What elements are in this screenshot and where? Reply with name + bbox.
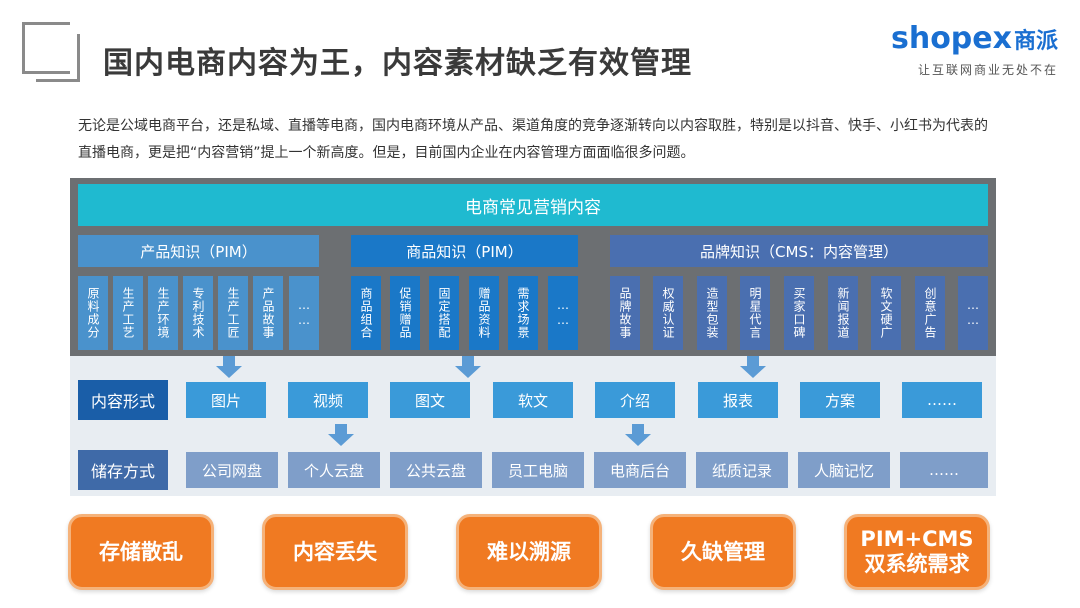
knowledge-tile: 原料成分 — [78, 276, 108, 350]
content-form-item: 软文 — [493, 382, 573, 418]
content-form-item: 报表 — [698, 382, 778, 418]
storage-label: 储存方式 — [78, 450, 168, 490]
brand-name-cn: 商派 — [1013, 29, 1058, 54]
down-arrow-icon — [455, 356, 481, 378]
content-form-item: 介绍 — [595, 382, 675, 418]
content-form-item: 视频 — [288, 382, 368, 418]
knowledge-tile: 促销赠品 — [390, 276, 420, 350]
problem-hard-to-trace: 难以溯源 — [456, 514, 602, 590]
knowledge-tile: 软文硬广 — [871, 276, 901, 350]
knowledge-tile: 权威认证 — [653, 276, 683, 350]
knowledge-tile: 固定搭配 — [429, 276, 459, 350]
problem-scattered-storage: 存储散乱 — [68, 514, 214, 590]
knowledge-tile: 生产工艺 — [113, 276, 143, 350]
brand-name: shopex — [890, 21, 1012, 56]
knowledge-tile: 新闻报道 — [828, 276, 858, 350]
knowledge-tile: 商品组合 — [351, 276, 381, 350]
knowledge-tile: …… — [958, 276, 988, 350]
brand-logo: shopex商派 让互联网商业无处不在 — [891, 22, 1058, 78]
knowledge-tile: 赠品资料 — [469, 276, 499, 350]
down-arrow-icon — [328, 424, 354, 446]
intro-paragraph: 无论是公域电商平台，还是私域、直播等电商，国内电商环境从产品、渠道角度的竞争逐渐… — [78, 118, 988, 161]
down-arrow-icon — [740, 356, 766, 378]
category-goods-knowledge: 商品知识（PIM） — [351, 235, 578, 267]
content-form-label: 内容形式 — [78, 380, 168, 420]
knowledge-tile: 买家口碑 — [784, 276, 814, 350]
category-brand-knowledge: 品牌知识（CMS：内容管理） — [610, 235, 988, 267]
knowledge-tile: 明星代言 — [740, 276, 770, 350]
brand-slogan: 让互联网商业无处不在 — [917, 63, 1058, 77]
content-form-item: …… — [902, 382, 982, 418]
page-title: 国内电商内容为王，内容素材缺乏有效管理 — [103, 46, 692, 81]
storage-item: 员工电脑 — [492, 452, 584, 488]
problem-pim-cms-need: PIM+CMS 双系统需求 — [844, 514, 990, 590]
knowledge-tile: 造型包装 — [697, 276, 727, 350]
knowledge-tile: 生产工匠 — [218, 276, 248, 350]
knowledge-tile: …… — [548, 276, 578, 350]
knowledge-tile: 创意广告 — [915, 276, 945, 350]
storage-item: 公司网盘 — [186, 452, 278, 488]
knowledge-tile: 专利技术 — [183, 276, 213, 350]
content-diagram: 电商常见营销内容 产品知识（PIM） 商品知识（PIM） 品牌知识（CMS：内容… — [70, 178, 996, 496]
knowledge-tile: 产品故事 — [253, 276, 283, 350]
down-arrow-icon — [216, 356, 242, 378]
down-arrow-icon — [625, 424, 651, 446]
content-form-item: 图片 — [186, 382, 266, 418]
problem-content-loss: 内容丢失 — [262, 514, 408, 590]
diagram-header: 电商常见营销内容 — [78, 184, 988, 226]
content-form-item: 方案 — [800, 382, 880, 418]
knowledge-tile: 需求场景 — [508, 276, 538, 350]
knowledge-tile: 生产环境 — [148, 276, 178, 350]
content-form-item: 图文 — [390, 382, 470, 418]
storage-item: 人脑记忆 — [798, 452, 890, 488]
storage-item: 电商后台 — [594, 452, 686, 488]
marketing-content-panel: 电商常见营销内容 产品知识（PIM） 商品知识（PIM） 品牌知识（CMS：内容… — [70, 178, 996, 356]
knowledge-tile: …… — [289, 276, 319, 350]
storage-item: …… — [900, 452, 988, 488]
storage-item: 纸质记录 — [696, 452, 788, 488]
storage-item: 公共云盘 — [390, 452, 482, 488]
storage-item: 个人云盘 — [288, 452, 380, 488]
problem-lack-management: 久缺管理 — [650, 514, 796, 590]
category-product-knowledge: 产品知识（PIM） — [78, 235, 319, 267]
corner-logo-icon — [22, 22, 82, 84]
knowledge-tile: 品牌故事 — [610, 276, 640, 350]
